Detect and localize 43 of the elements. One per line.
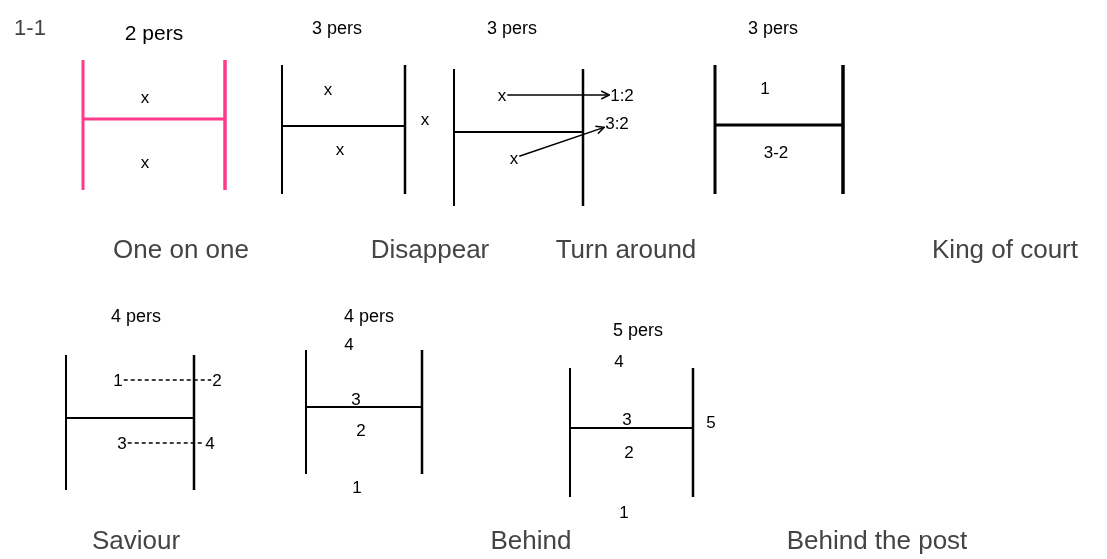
player-count: 4 pers [344, 307, 394, 325]
drill-caption: Disappear [370, 236, 490, 262]
player-count: 3 pers [312, 19, 362, 37]
player-mark: x [497, 86, 507, 104]
player-mark: 5 [706, 413, 716, 431]
player-mark: 2 [356, 421, 366, 439]
section-number: 1-1 [14, 17, 46, 39]
drill-caption: Behind [490, 527, 572, 553]
player-mark: 1 [760, 79, 770, 97]
player-mark: 3 [117, 434, 127, 452]
player-count: 5 pers [613, 321, 663, 339]
player-mark: 3 [622, 410, 632, 428]
drill-caption: Turn around [555, 236, 697, 262]
player-mark: x [140, 153, 150, 171]
drill-caption: King of court [932, 236, 1078, 262]
player-mark: 1:2 [610, 86, 634, 104]
player-mark: 4 [614, 352, 624, 370]
player-mark: 3:2 [605, 114, 629, 132]
drill-caption: Behind the post [786, 527, 968, 553]
arrow [506, 90, 610, 100]
arrow [518, 125, 605, 157]
player-count: 2 pers [124, 21, 184, 43]
player-mark: x [335, 140, 345, 158]
player-mark: 3 [351, 390, 361, 408]
player-count: 3 pers [487, 19, 537, 37]
player-mark: 4 [205, 434, 215, 452]
drill-caption: One on one [113, 236, 249, 262]
player-mark: x [509, 149, 519, 167]
dashed-line [123, 379, 212, 381]
player-mark: 2 [624, 443, 634, 461]
player-mark: x [420, 110, 430, 128]
player-mark: 3-2 [763, 143, 789, 161]
player-mark: x [323, 80, 333, 98]
player-count: 3 pers [748, 19, 798, 37]
player-mark: 4 [344, 335, 354, 353]
drill-caption: Saviour [91, 527, 181, 553]
player-mark: 2 [212, 371, 222, 389]
player-count: 4 pers [111, 307, 161, 325]
player-mark: 1 [352, 478, 362, 496]
dashed-line [127, 442, 205, 444]
player-mark: 1 [113, 371, 123, 389]
player-mark: x [140, 88, 150, 106]
player-mark: 1 [619, 503, 629, 521]
